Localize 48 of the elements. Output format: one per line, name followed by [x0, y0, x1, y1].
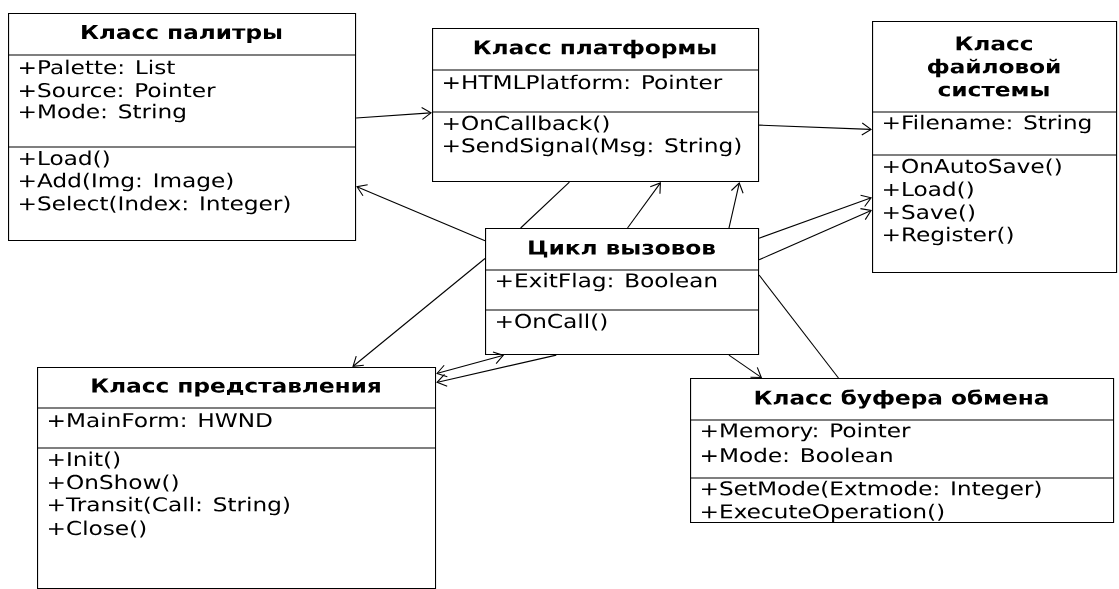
class-member: +SetMode(Extmode: Integer)	[702, 480, 1041, 500]
class-name: Класс палитры	[82, 25, 282, 43]
class-box	[484, 228, 760, 356]
class-member: +Source: Pointer	[20, 82, 216, 98]
class-member: +OnCallback()	[444, 115, 609, 133]
association-arrow	[758, 208, 872, 261]
class-member: +OnAutoSave()	[884, 158, 1061, 176]
class-member: +SendSignal(Msg: String)	[444, 137, 741, 157]
class-box	[431, 28, 760, 183]
class-member: +Load()	[20, 150, 109, 168]
class-member: +OnShow()	[49, 474, 178, 492]
association-arrow	[436, 351, 505, 378]
class-member: +Mode: Boolean	[702, 447, 892, 463]
association-arrow	[728, 354, 763, 378]
class-member: +ExecuteOperation()	[702, 503, 944, 523]
class-member: +Load()	[884, 181, 973, 199]
class-box	[689, 378, 1115, 524]
association-arrow	[627, 182, 661, 229]
class-member: +Mode: String	[20, 103, 185, 123]
class-member: +Palette: List	[20, 59, 175, 75]
class-member: +Memory: Pointer	[702, 422, 911, 442]
class-member: +Filename: String	[884, 114, 1091, 134]
association-arrow	[352, 257, 486, 367]
class-member: +HTMLPlatform: Pointer	[444, 74, 723, 90]
class-member: +Save()	[884, 204, 974, 222]
class-member: +ExitFlag: Boolean	[497, 272, 717, 292]
class-member: +Add(Img: Image)	[20, 172, 233, 192]
association-arrow	[758, 122, 872, 136]
class-member: +Select(Index: Integer)	[20, 195, 290, 215]
class-box	[871, 21, 1118, 274]
class-member: +Init()	[49, 451, 120, 469]
class-member: +OnCall()	[497, 313, 607, 331]
class-box	[7, 13, 357, 242]
class-member: +MainForm: HWND	[49, 412, 272, 428]
association-arrow	[436, 354, 557, 387]
class-name: Цикл вызовов	[529, 240, 715, 258]
association-arrow	[758, 194, 872, 239]
class-name: Класс платформы	[474, 39, 716, 59]
class-member: +Register()	[884, 226, 1013, 246]
association-arrow	[355, 106, 432, 120]
class-box	[36, 367, 437, 589]
class-name: Класс буфера обмена	[755, 389, 1048, 409]
class-member: +Close()	[49, 520, 146, 538]
class-name: Класс представления	[92, 378, 380, 397]
association-arrow	[728, 182, 744, 229]
class-member: +Transit(Call: String)	[49, 496, 289, 516]
association-arrow	[356, 184, 486, 242]
class-name: Класс файловой системы	[928, 36, 1060, 97]
